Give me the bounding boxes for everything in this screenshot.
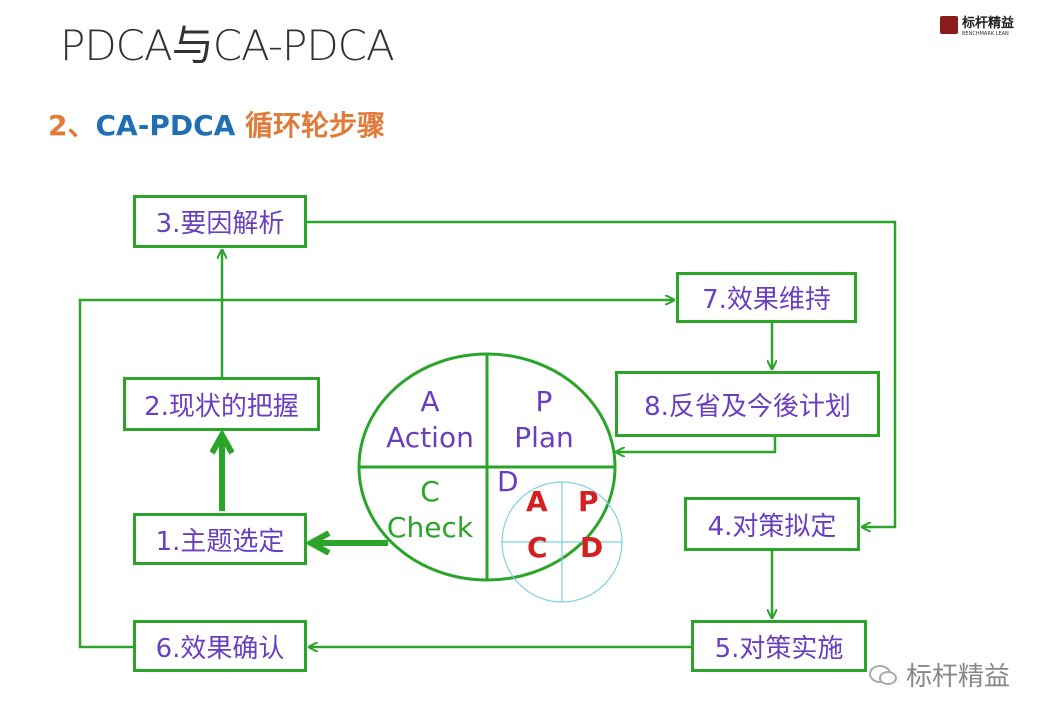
inner-a: A	[526, 485, 548, 518]
logo-mark-icon	[940, 15, 958, 34]
arrow-6-to-7	[78, 300, 674, 649]
watermark-text: 标杆精益	[906, 662, 1011, 692]
pdca-wheel	[357, 352, 617, 582]
wechat-icon	[869, 664, 897, 685]
arrow-8-to-plan	[616, 437, 777, 452]
step-1-box: 1.主题选定	[133, 513, 307, 565]
step-3-box: 3.要因解析	[133, 195, 307, 248]
step-4-box: 4.对策拟定	[684, 497, 860, 551]
check-word: Check	[386, 511, 474, 544]
logo-name: 标杆精益	[962, 16, 1015, 31]
step-6-box: 6.效果确认	[133, 620, 307, 672]
check-letter: C	[420, 475, 440, 508]
subtitle-number: 2、	[48, 109, 96, 142]
step-2-box: 2.现状的把握	[123, 377, 320, 431]
inner-c: C	[527, 531, 548, 564]
arrow-3-to-4	[307, 220, 897, 527]
step-7-box: 7.效果维持	[676, 272, 857, 323]
step-5-box: 5.对策实施	[691, 620, 867, 672]
plan-letter: P	[535, 385, 553, 418]
inner-d: D	[580, 531, 604, 564]
action-letter: A	[420, 385, 440, 418]
inner-pdca-wheel	[501, 481, 623, 603]
action-word: Action	[386, 421, 474, 454]
subtitle-code: CA-PDCA	[95, 109, 236, 142]
page-title: PDCA与CA-PDCA	[60, 21, 395, 70]
step-8-box: 8.反省及今後计划	[615, 371, 880, 437]
subtitle-text: 循环轮步骤	[235, 109, 386, 142]
logo-english: BENCHMARK LEAN	[962, 31, 1009, 37]
wheel-do: D	[497, 465, 519, 498]
section-subtitle: 2、CA-PDCA 循环轮步骤	[48, 104, 385, 144]
inner-p: P	[578, 485, 599, 518]
watermark: 标杆精益	[868, 656, 1010, 693]
plan-word: Plan	[514, 421, 574, 454]
